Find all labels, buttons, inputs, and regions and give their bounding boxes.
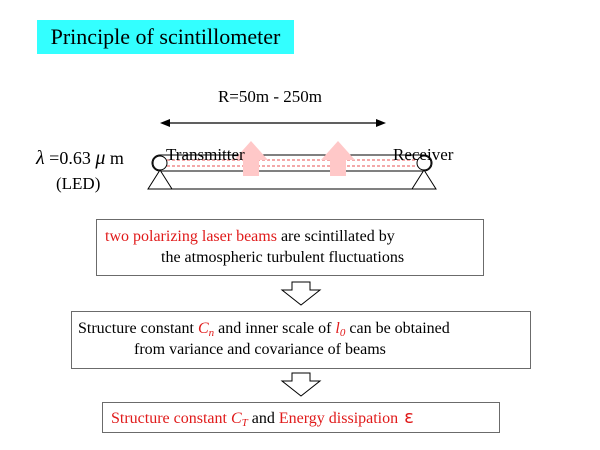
down-arrow-1 [280,281,322,306]
ct-subscript: T [241,417,248,429]
receiver-support [411,169,437,190]
step-box-structure-constant: Structure constant Cn and inner scale of… [71,311,531,369]
beams-line1-rest: are scintillated by [276,228,395,245]
step-box-beams: two polarizing laser beams are scintilla… [96,219,484,276]
receiver-label: Receiver [393,145,454,164]
l0-symbol: l [335,320,340,337]
result-part2: Energy dissipation [278,410,399,427]
step-box-result: Structure constant CT and Energy dissipa… [102,402,500,433]
range-arrow [160,119,386,127]
beam-tube [151,154,433,172]
sc-part3: can be obtained [345,320,450,337]
ct-symbol: C [230,410,242,427]
wavelength-unit: m [109,148,124,168]
transmitter-support [147,169,173,190]
sc-part1: Structure constant [78,320,198,337]
cn-symbol: C [197,320,209,337]
turbulence-arrow-right [321,141,355,176]
lambda-symbol: λ [36,147,45,169]
led-label: (LED) [56,174,101,193]
micro-symbol: μ [95,147,106,169]
epsilon-symbol: ε [404,407,414,428]
result-and: and [247,410,279,427]
l0-subscript: 0 [339,327,346,339]
wavelength-label: λ =0.63 μ m [36,147,124,170]
turbulence-arrow-left [234,141,268,176]
cn-subscript: n [208,327,215,339]
transmitter-label: Transmitter [166,145,245,164]
range-label: R=50m - 250m [217,87,323,106]
result-part1: Structure constant [111,410,231,427]
sc-part2: and inner scale of [214,320,336,337]
sc-line2: from variance and covariance of beams [134,341,386,358]
beams-highlight: two polarizing laser beams [105,228,277,245]
wavelength-value: =0.63 [49,148,91,168]
down-arrow-2 [280,372,322,397]
beams-line2: the atmospheric turbulent fluctuations [161,249,405,266]
page-title: Principle of scintillometer [37,20,294,54]
